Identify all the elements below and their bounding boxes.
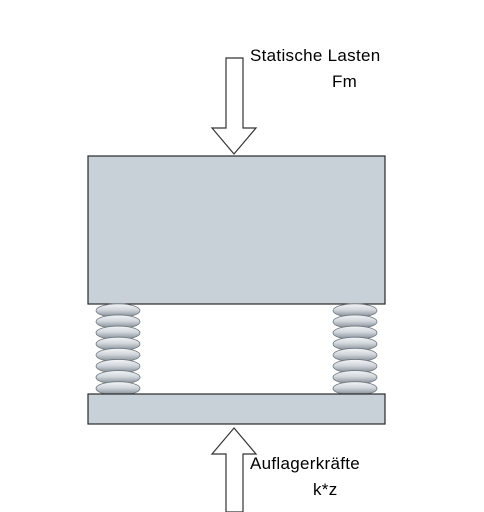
reaction-arrow-up [210, 427, 258, 512]
support-force-label: Auflagerkräfte [250, 454, 361, 473]
upper-mass-block [87, 155, 386, 305]
load-arrow-down [210, 57, 258, 155]
spring-coil [95, 381, 141, 396]
static-load-symbol: Fm [332, 72, 358, 91]
spring-coil [332, 381, 378, 396]
static-load-label: Statische Lasten [250, 46, 381, 65]
right-spring [332, 303, 378, 396]
support-force-symbol: k*z [313, 480, 338, 499]
support-plate [87, 393, 386, 425]
left-spring [95, 303, 141, 396]
